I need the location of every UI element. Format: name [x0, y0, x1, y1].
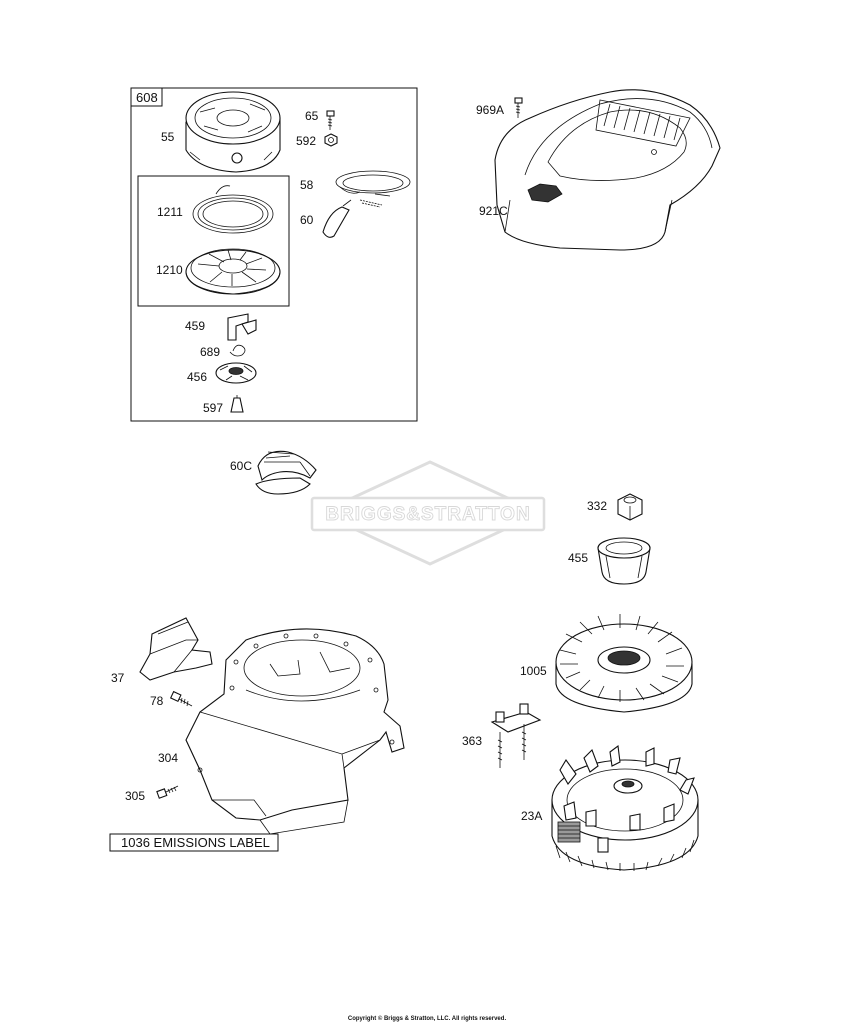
callout-969a: 969A	[476, 103, 504, 117]
spring-689-part	[229, 344, 246, 357]
starter-cup-part	[597, 537, 651, 585]
callout-597: 597	[203, 401, 223, 415]
callout-78: 78	[150, 694, 164, 708]
blower-housing-part	[185, 628, 405, 835]
callout-689: 689	[200, 345, 220, 359]
callout-65: 65	[305, 109, 319, 123]
briggs-stratton-watermark: BRIGGS&STRATTON	[310, 460, 546, 566]
recoil-spring-part	[192, 185, 274, 234]
callout-60c: 60C	[230, 459, 252, 473]
flywheel-part	[551, 744, 699, 871]
emissions-label-text: 1036 EMISSIONS LABEL	[121, 835, 270, 850]
callout-305: 305	[125, 789, 145, 803]
screw-78-part	[169, 690, 193, 707]
pulley-spring-box	[137, 175, 290, 307]
pawl-part	[227, 313, 257, 341]
callout-304: 304	[158, 751, 178, 765]
flywheel-nut-part	[617, 493, 643, 521]
nut-592-part	[324, 133, 338, 147]
screw-65-part	[326, 110, 335, 130]
screw-969a-part	[514, 97, 523, 118]
callout-37: 37	[111, 671, 125, 685]
callout-459: 459	[185, 319, 205, 333]
callout-332: 332	[587, 499, 607, 513]
screw-597-part	[230, 395, 244, 413]
callout-box-608	[130, 87, 163, 107]
starter-rope-part	[335, 170, 411, 208]
cooling-fan-part	[555, 614, 693, 713]
callout-456: 456	[187, 370, 207, 384]
callout-921c: 921C	[479, 204, 508, 218]
callout-592: 592	[296, 134, 316, 148]
recoil-housing-part	[185, 91, 281, 173]
copyright-text: Copyright © Briggs & Stratton, LLC. All …	[348, 1015, 507, 1022]
callout-1210: 1210	[156, 263, 183, 277]
pulley-part	[185, 248, 281, 295]
callout-55: 55	[161, 130, 175, 144]
emissions-label-box	[109, 833, 279, 852]
starter-handle-part	[322, 199, 352, 238]
callout-1005: 1005	[520, 664, 547, 678]
bracket-363-part	[490, 703, 542, 768]
callout-1211: 1211	[157, 205, 183, 219]
watermark-text: BRIGGS&STRATTON	[325, 504, 530, 525]
callout-608: 608	[136, 90, 158, 105]
recoil-starter-box	[130, 87, 418, 422]
callout-60: 60	[300, 213, 314, 227]
screw-305-part	[156, 785, 179, 799]
retainer-456-part	[215, 362, 257, 384]
starter-handle-60c-part	[255, 450, 317, 495]
callout-455: 455	[568, 551, 588, 565]
callout-363: 363	[462, 734, 482, 748]
callout-58: 58	[300, 178, 314, 192]
air-baffle-part	[139, 617, 213, 681]
callout-23a: 23A	[521, 809, 542, 823]
blower-shroud-part	[494, 89, 721, 251]
